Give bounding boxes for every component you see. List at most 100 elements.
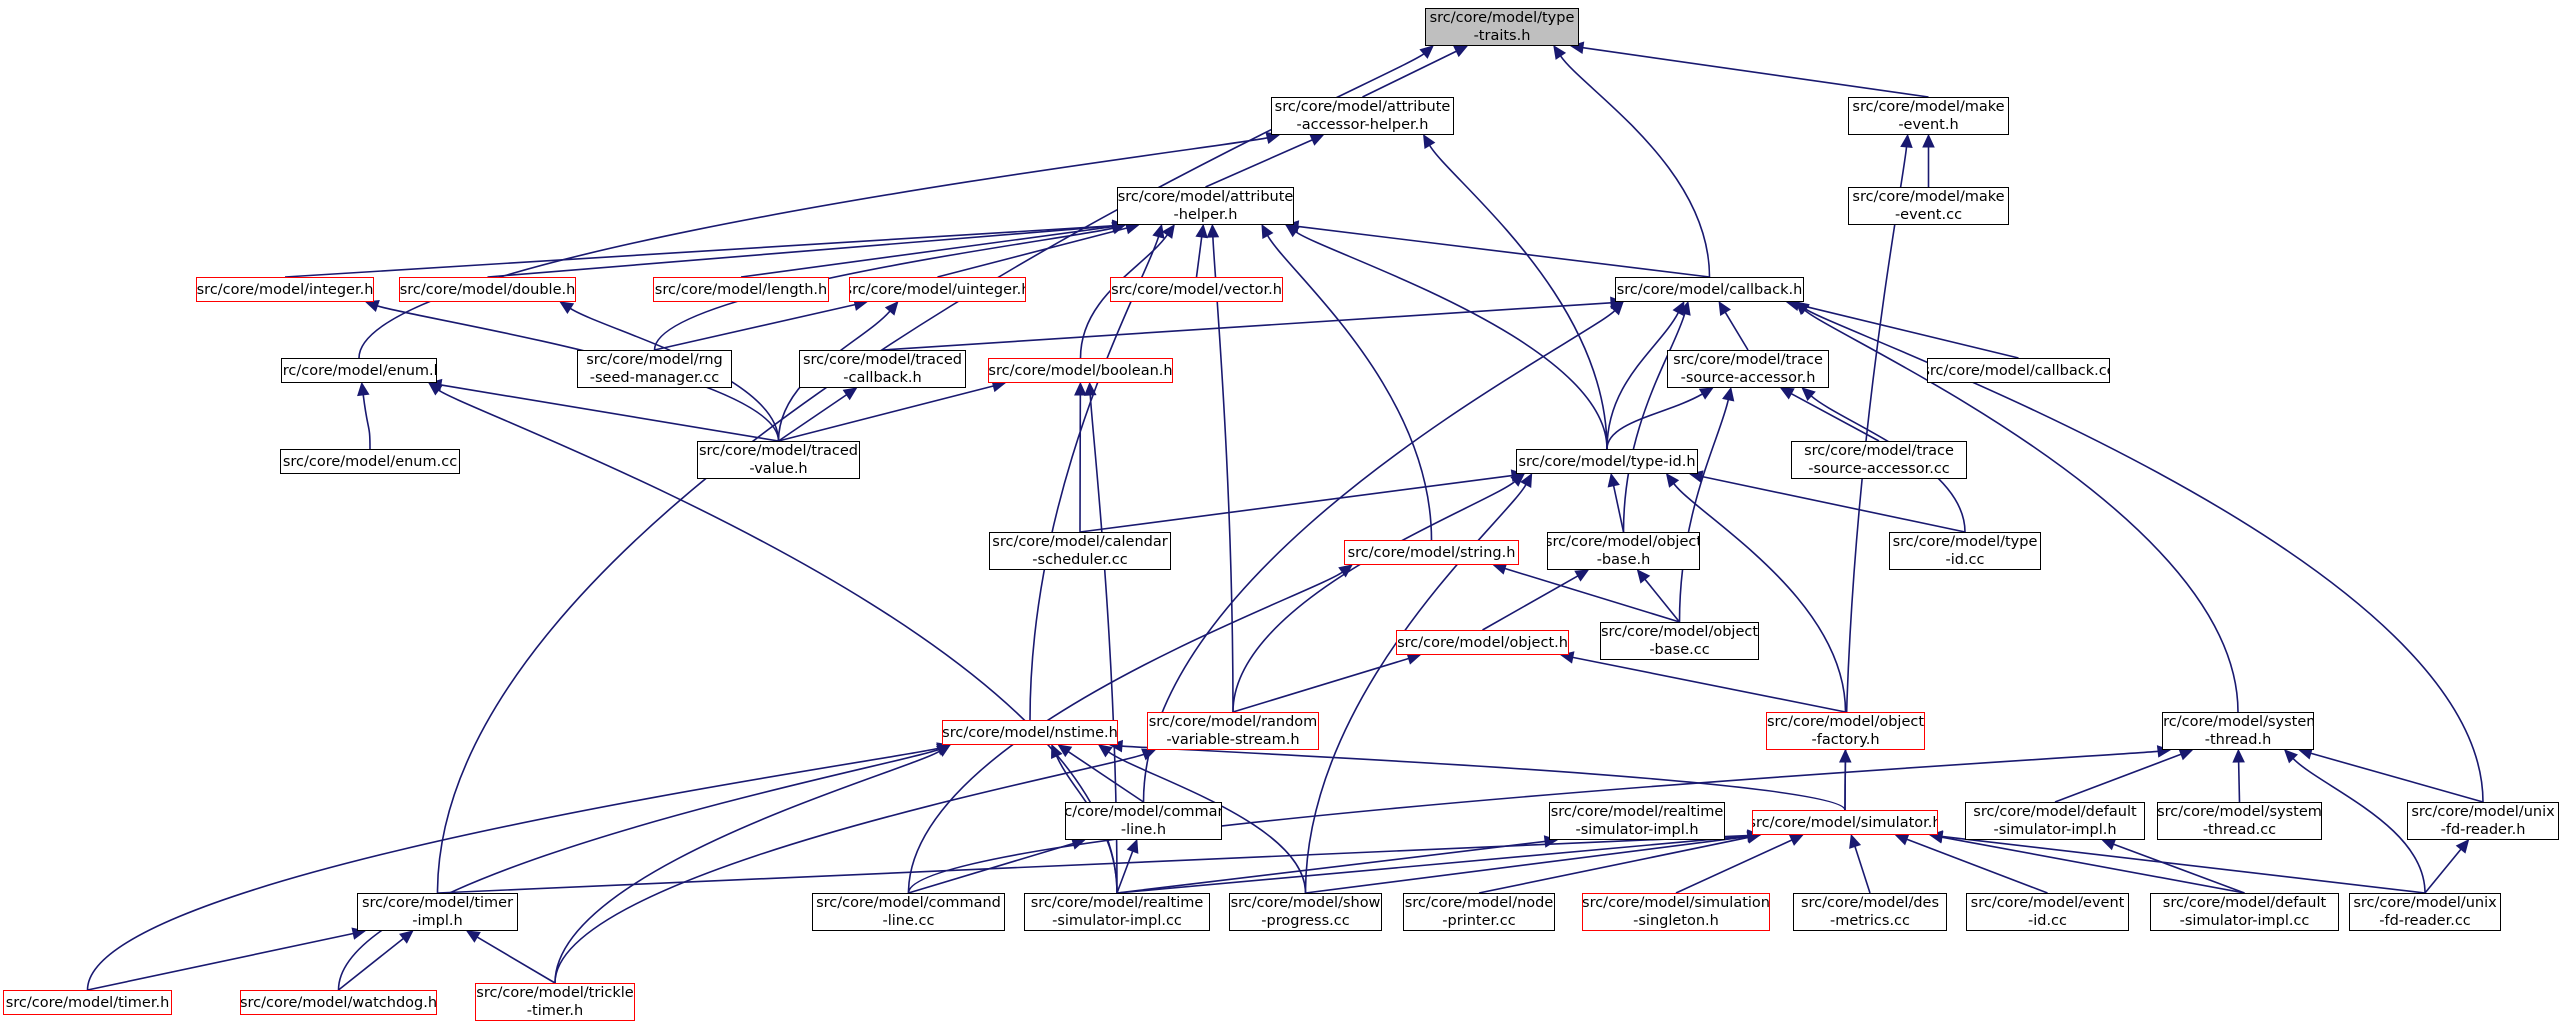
- edge-arrowhead: [1195, 223, 1208, 239]
- node-integer-h[interactable]: src/core/model/integer.h: [196, 277, 374, 302]
- edge-type-traits-to-make-event-h: [1582, 46, 1929, 98]
- node-node-printer[interactable]: src/core/model/node-printer.cc: [1403, 893, 1555, 931]
- node-vector-h[interactable]: src/core/model/vector.h: [1110, 277, 1283, 302]
- node-rng-seed[interactable]: src/core/model/rng-seed-manager.cc: [577, 350, 732, 388]
- node-cmd-line-h[interactable]: src/core/model/command-line.h: [1065, 802, 1222, 840]
- node-watchdog-h[interactable]: src/core/model/watchdog.h: [240, 990, 437, 1015]
- edge-arrowhead: [1057, 744, 1073, 758]
- node-label-line: src/core/model/enum.h: [281, 362, 437, 379]
- edge-arrowhead: [1607, 472, 1620, 488]
- node-label-line: src/core/model/show: [1230, 895, 1381, 911]
- node-def-sim-impl-cc[interactable]: src/core/model/default-simulator-impl.cc: [2150, 893, 2339, 931]
- edge-arrowhead: [428, 382, 443, 396]
- node-type-id-h[interactable]: src/core/model/type-id.h: [1516, 449, 1698, 474]
- node-callback-h[interactable]: src/core/model/callback.h: [1615, 277, 1804, 302]
- edge-def-sim-impl-h-to-def-sim-impl-cc: [2113, 843, 2245, 894]
- node-random-var[interactable]: src/core/model/random-variable-stream.h: [1147, 712, 1319, 750]
- node-timer-impl-h[interactable]: src/core/model/timer-impl.h: [357, 893, 518, 931]
- graph-edges: [86, 41, 2484, 991]
- node-sim-singleton[interactable]: src/core/model/simulation-singleton.h: [1582, 893, 1770, 931]
- edge-type-traits-to-timer-impl-h: [436, 53, 1425, 894]
- node-traced-cb[interactable]: src/core/model/traced-callback.h: [799, 350, 966, 388]
- edge-arrowhead: [1453, 45, 1469, 58]
- node-double-h[interactable]: src/core/model/double.h: [399, 277, 576, 302]
- node-timer-h[interactable]: src/core/model/timer.h: [3, 990, 172, 1015]
- node-string-h[interactable]: src/core/model/string.h: [1344, 540, 1519, 565]
- edge-arrowhead: [1722, 386, 1735, 402]
- node-label-line: src/core/model/make: [1852, 99, 2005, 115]
- node-label-line: -line.cc: [882, 913, 935, 929]
- edge-trace-src-acc-h-to-trace-src-acc-cc: [1790, 392, 1880, 442]
- node-event-id-cc[interactable]: src/core/model/event-id.cc: [1966, 893, 2129, 931]
- node-object-base-h[interactable]: src/core/model/object-base.h: [1547, 532, 1700, 570]
- node-label-line: src/core/model/nstime.h: [942, 724, 1118, 741]
- node-label-line: -simulator-impl.cc: [1052, 913, 1182, 929]
- node-traced-value[interactable]: src/core/model/traced-value.h: [697, 441, 860, 479]
- node-make-event-cc[interactable]: src/core/model/make-event.cc: [1848, 187, 2009, 225]
- node-def-sim-impl-h[interactable]: src/core/model/default-simulator-impl.h: [1965, 802, 2145, 840]
- node-attr-acc-helper[interactable]: src/core/model/attribute-accessor-helper…: [1271, 97, 1454, 135]
- edge-callback-h-to-object-base-h: [1622, 313, 1686, 533]
- node-rt-sim-impl-h[interactable]: src/core/model/realtime-simulator-impl.h: [1549, 802, 1725, 840]
- node-system-thread-cc[interactable]: src/core/model/system-thread.cc: [2157, 802, 2322, 840]
- node-trace-src-acc-cc[interactable]: src/core/model/trace-source-accessor.cc: [1791, 441, 1967, 479]
- node-label-line: -line.h: [1120, 822, 1167, 838]
- edge-attr-helper-to-length-h: [740, 225, 1114, 278]
- node-boolean-h[interactable]: src/core/model/boolean.h: [988, 358, 1173, 383]
- node-make-event-h[interactable]: src/core/model/make-event.h: [1848, 97, 2009, 135]
- node-uinteger-h[interactable]: src/core/model/uinteger.h: [849, 277, 1026, 302]
- node-label-line: src/core/model/realtime: [1030, 895, 1204, 911]
- node-label-line: src/core/model/attribute: [1117, 189, 1294, 205]
- edge-arrowhead: [1718, 300, 1731, 316]
- node-object-h[interactable]: src/core/model/object.h: [1396, 630, 1569, 655]
- node-attr-helper[interactable]: src/core/model/attribute-helper.h: [1117, 187, 1294, 225]
- edge-callback-h-to-system-thread-h: [1804, 309, 2239, 713]
- edge-arrowhead: [1849, 833, 1862, 849]
- node-trickle-timer[interactable]: src/core/model/trickle-timer.h: [475, 983, 635, 1021]
- node-nstime-h[interactable]: src/core/model/nstime.h: [942, 720, 1118, 745]
- edge-enum-h-to-traced-value: [440, 384, 779, 442]
- edge-attr-helper-to-random-var: [1212, 236, 1234, 713]
- node-label-line: -fd-reader.h: [2440, 822, 2526, 838]
- edge-arrowhead: [1839, 748, 1852, 763]
- node-label-line: -singleton.h: [1633, 913, 1719, 929]
- edge-arrowhead: [2283, 749, 2298, 764]
- node-label-line: src/core/model/callback.h: [1616, 281, 1803, 298]
- node-label-line: -accessor-helper.h: [1296, 117, 1429, 133]
- node-label-line: src/core/model/des: [1800, 895, 1940, 911]
- node-type-id-cc[interactable]: src/core/model/type-id.cc: [1889, 532, 2041, 570]
- node-cmd-line-cc[interactable]: src/core/model/command-line.cc: [812, 893, 1005, 931]
- node-object-base-cc[interactable]: src/core/model/object-base.cc: [1600, 622, 1759, 660]
- node-label-line: -source-accessor.h: [1680, 370, 1816, 386]
- node-label-line: src/core/model/object: [1600, 624, 1759, 640]
- node-label-line: src/core/model/object.h: [1397, 634, 1568, 651]
- node-unix-fd-cc[interactable]: src/core/model/unix-fd-reader.cc: [2349, 893, 2501, 931]
- node-system-thread-h[interactable]: src/core/model/system-thread.h: [2162, 712, 2314, 750]
- node-label-line: -variable-stream.h: [1166, 732, 1300, 748]
- node-unix-fd-h[interactable]: src/core/model/unix-fd-reader.h: [2407, 802, 2559, 840]
- node-simulator-h[interactable]: src/core/model/simulator.h: [1752, 810, 1938, 835]
- node-label-line: -thread.h: [2204, 732, 2272, 748]
- edge-arrowhead: [1074, 381, 1087, 396]
- edge-arrowhead: [1665, 473, 1680, 488]
- node-type-traits[interactable]: src/core/model/type-traits.h: [1425, 8, 1579, 46]
- node-label-line: -value.h: [749, 461, 808, 477]
- node-label-line: -progress.cc: [1261, 913, 1350, 929]
- node-trace-src-acc-h[interactable]: src/core/model/trace-source-accessor.h: [1667, 350, 1829, 388]
- node-object-factory[interactable]: src/core/model/object-factory.h: [1766, 712, 1925, 750]
- node-length-h[interactable]: src/core/model/length.h: [653, 277, 829, 302]
- edge-attr-acc-helper-to-type-id-h: [1428, 144, 1608, 450]
- node-label-line: src/core/model/traced: [802, 352, 962, 368]
- edge-type-id-h-to-show-progress: [1304, 484, 1527, 894]
- node-rt-sim-impl-cc[interactable]: src/core/model/realtime -simulator-impl.c…: [1024, 893, 1210, 931]
- node-enum-h[interactable]: src/core/model/enum.h: [281, 358, 437, 383]
- node-calendar[interactable]: src/core/model/calendar-scheduler.cc: [989, 532, 1171, 570]
- node-enum-cc[interactable]: src/core/model/enum.cc: [280, 449, 460, 474]
- node-des-metrics[interactable]: src/core/model/des-metrics.cc: [1793, 893, 1947, 931]
- node-label-line: src/core/model/boolean.h: [988, 362, 1173, 379]
- edge-simulator-h-to-node-printer: [1478, 836, 1749, 894]
- node-callback-cc[interactable]: src/core/model/callback.cc: [1927, 358, 2110, 383]
- node-show-progress[interactable]: src/core/model/show -progress.cc: [1229, 893, 1382, 931]
- edge-system-thread-h-to-unix-fd-cc: [2292, 758, 2426, 894]
